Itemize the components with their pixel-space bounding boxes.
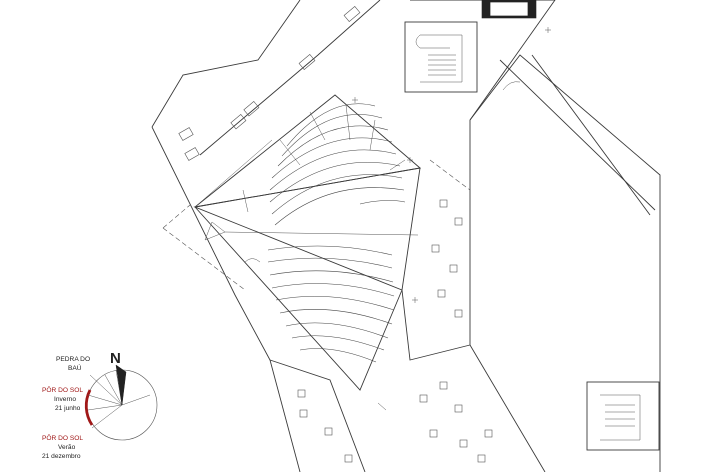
sunset-winter-date: 21 junho xyxy=(55,405,81,412)
dashed-lines xyxy=(162,159,471,291)
auditorium xyxy=(193,94,422,391)
pedra-do-bau-label-line1: PEDRA DO xyxy=(56,356,90,363)
sunset-summer-date: 21 dezembro xyxy=(42,453,81,460)
stairs-bottom xyxy=(586,381,660,451)
furniture xyxy=(178,6,493,463)
building-outline xyxy=(151,0,661,472)
seating-upper xyxy=(269,103,406,226)
sunset-winter-season: Inverno xyxy=(54,396,76,403)
sunset-winter-title: PÔR DO SOL xyxy=(42,385,83,394)
north-arrow-icon xyxy=(115,364,127,406)
orientation-diagram: N PEDRA DO BAÚ PÔR DO SOL Inverno 21 jun… xyxy=(42,350,158,460)
sunset-summer-title: PÔR DO SOL xyxy=(42,433,83,442)
stairs-top xyxy=(404,21,478,93)
door-marks xyxy=(352,27,551,303)
elevator-core xyxy=(481,0,537,19)
north-label: N xyxy=(110,350,121,367)
seating-lower xyxy=(267,245,395,363)
sunset-arc xyxy=(84,389,94,426)
sunset-summer-season: Verão xyxy=(58,444,76,451)
pedra-do-bau-label-line2: BAÚ xyxy=(68,363,82,372)
